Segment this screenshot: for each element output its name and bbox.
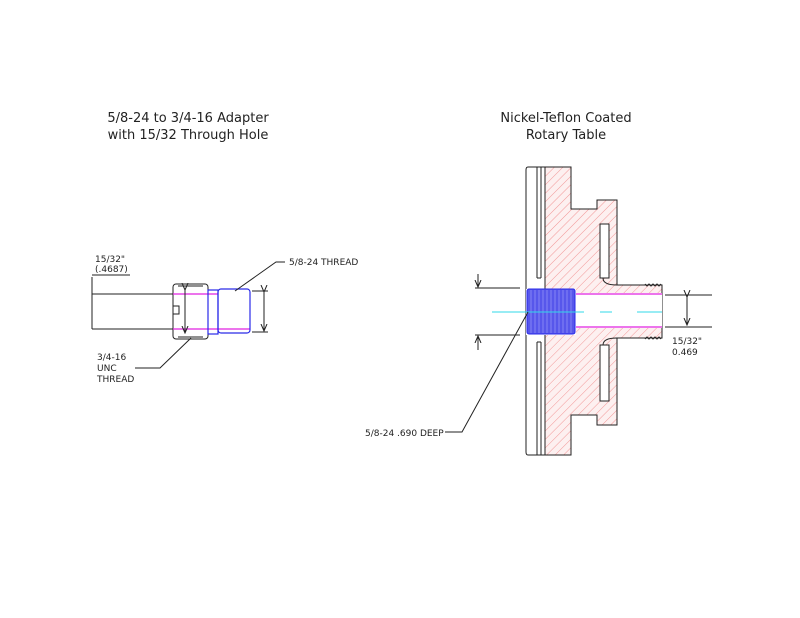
adapter-title-line2: with 15/32 Through Hole	[108, 128, 269, 143]
rotary-deep-label: 5/8-24 .690 DEEP	[365, 429, 444, 439]
adapter-title-line1: 5/8-24 to 3/4-16 Adapter	[107, 111, 269, 126]
adapter-drawing	[91, 261, 285, 369]
adapter-unc-label-1: 3/4-16	[97, 353, 126, 363]
adapter-thread-label: 5/8-24 THREAD	[289, 258, 358, 268]
rotary-title-line1: Nickel-Teflon Coated	[500, 111, 631, 126]
rotary-dim-label-2: 0.469	[672, 348, 698, 358]
adapter-unc-label-3: THREAD	[96, 375, 134, 385]
rotary-dim-label-1: 15/32"	[672, 337, 702, 347]
adapter-dim-label-2: (.4687)	[95, 265, 128, 275]
adapter-dim-label-1: 15/32"	[95, 255, 125, 265]
rotary-table-drawing	[445, 166, 712, 456]
rotary-title-line2: Rotary Table	[526, 128, 606, 143]
adapter-unc-label-2: UNC	[97, 364, 117, 374]
